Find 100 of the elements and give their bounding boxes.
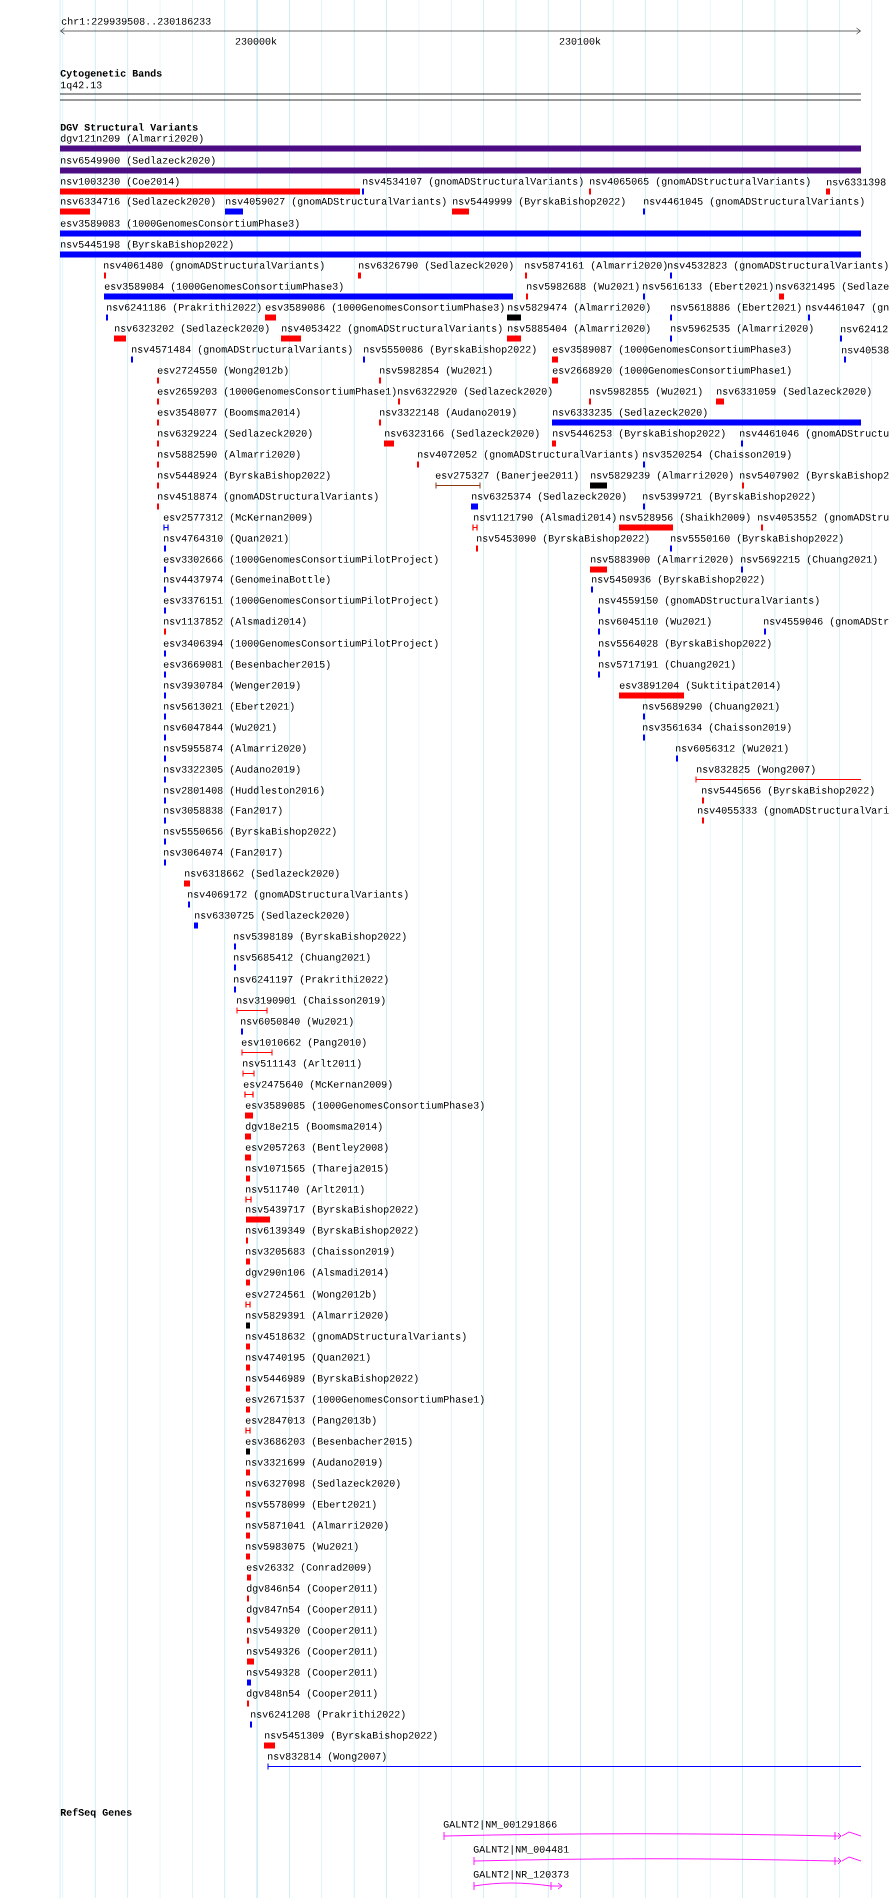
variant-label: nsv6241197 (Prakrithi2022) (234, 975, 388, 985)
variant-label: nsv4055333 (gnomADStructuralVari (698, 806, 889, 816)
variant-label: nsv6321495 (Sedlaze (776, 282, 889, 292)
variant-label: nsv5829391 (Almarri2020) (246, 1311, 388, 1321)
variant-label: nsv5982688 (Wu2021) (527, 282, 639, 292)
variant-label: nsv6045110 (Wu2021) (599, 617, 711, 627)
variant-label: nsv6333235 (Sedlazeck2020) (553, 408, 707, 418)
variant-label: nsv6334716 (Sedlazeck2020) (61, 197, 215, 207)
variant-label: nsv4053422 (gnomADStructuralVariants) (282, 324, 502, 334)
track-title: Cytogenetic Bands (60, 69, 162, 79)
variant-label: nsv5399721 (ByrskaBishop2022) (643, 492, 815, 502)
variant-label: nsv6318662 (Sedlazeck2020) (185, 869, 339, 879)
variant-label: nsv5871041 (Almarri2020) (246, 1521, 388, 1531)
variant-label: nsv5618886 (Ebert2021) (671, 303, 801, 313)
variant-label: nsv4053552 (gnomADStru (758, 513, 889, 523)
variant-label: nsv3520254 (Chaisson2019) (643, 450, 791, 460)
variant-label: nsv5445198 (ByrskaBishop2022) (61, 240, 233, 250)
variant-label: nsv5955874 (Almarri2020) (164, 744, 306, 754)
variant-label: esv3589083 (1000GenomesConsortiumPhase3) (60, 219, 299, 229)
variant-label: nsv5445656 (ByrskaBishop2022) (702, 786, 874, 796)
variant-label: dgv290n106 (Alsmadi2014) (245, 1268, 388, 1278)
variant-label: nsv6047844 (Wu2021) (164, 723, 276, 733)
variant-label: nsv5550656 (ByrskaBishop2022) (164, 827, 336, 837)
variant-label: nsv5398189 (ByrskaBishop2022) (234, 932, 406, 942)
variant-label: esv2057263 (Bentley2008) (245, 1143, 388, 1153)
variant-label: nsv6330725 (Sedlazeck2020) (195, 911, 349, 921)
variant-label: esv1010662 (Pang2010) (241, 1038, 366, 1048)
variant-label: nsv5613021 (Ebert2021) (164, 702, 294, 712)
variant-label: esv3548077 (Boomsma2014) (157, 408, 300, 418)
variant-label: nsv5578099 (Ebert2021) (246, 1500, 376, 1510)
variant-label: nsv6549900 (Sedlazeck2020) (61, 156, 215, 166)
variant-label: nsv5450936 (ByrskaBishop2022) (592, 575, 764, 585)
variant-label: esv3891204 (Suktitipat2014) (619, 681, 780, 691)
variant-label: nsv5451309 (ByrskaBishop2022) (265, 1731, 437, 1741)
variant-label: nsv3930784 (Wenger2019) (164, 681, 300, 691)
variant-label: nsv511143 (Arlt2011) (243, 1059, 361, 1069)
variant-label: nsv6139349 (ByrskaBishop2022) (246, 1226, 418, 1236)
variant-label: nsv5717191 (Chuang2021) (599, 660, 735, 670)
variant-label: esv2847013 (Pang2013b) (245, 1416, 376, 1426)
variant-label: nsv528956 (Shaikh2009) (620, 513, 750, 523)
variant-label: esv3589086 (1000GenomesConsortiumPhase3) (265, 303, 504, 313)
variant-label: nsv511740 (Arlt2011) (246, 1185, 364, 1195)
variant-label: nsv5692215 (Chuang2021) (741, 555, 877, 565)
variant-label: nsv5453090 (ByrskaBishop2022) (477, 534, 649, 544)
variant-label: nsv6326790 (Sedlazeck2020) (359, 261, 513, 271)
track-title: DGV Structural Variants (60, 123, 198, 131)
variant-label: esv3686203 (Besenbacher2015) (245, 1437, 412, 1447)
variant-label: nsv6325374 (Sedlazeck2020) (472, 492, 626, 502)
track-title: RefSeq Genes (60, 1808, 132, 1818)
variant-label: nsv5439717 (ByrskaBishop2022) (246, 1205, 418, 1215)
variant-label: nsv5689290 (Chuang2021) (643, 702, 779, 712)
variant-label: nsv4559150 (gnomADStructuralVariants) (599, 596, 819, 606)
variant-label: nsv6056312 (Wu2021) (676, 744, 788, 754)
variant-label: nsv5446253 (ByrskaBishop2022) (553, 429, 725, 439)
variant-label: esv3589087 (1000GenomesConsortiumPhase3) (552, 345, 791, 355)
variant-label: nsv3322148 (Audano2019) (380, 408, 516, 418)
variant-label: nsv3064074 (Fan2017) (164, 848, 282, 858)
gene-label: GALNT2|NM_001291866 (443, 1820, 557, 1830)
variant-label: nsv6327098 (Sedlazeck2020) (246, 1479, 400, 1489)
variant-label: nsv5449999 (ByrskaBishop2022) (453, 197, 625, 207)
coordinate-label: chr1:229939508..230186233 (61, 17, 211, 25)
variant-label: nsv62412 (841, 325, 888, 333)
variant-label: nsv6323202 (Sedlazeck2020) (115, 324, 269, 334)
variant-label: nsv5407902 (ByrskaBishop2 (740, 471, 889, 481)
variant-label: nsv5829474 (Almarri2020) (508, 303, 650, 313)
variant-label: nsv5874161 (Almarri2020) (525, 261, 667, 271)
variant-label: nsv832814 (Wong2007) (268, 1752, 386, 1762)
variant-label: nsv5962535 (Almarri2020) (671, 324, 813, 334)
variant-label: nsv549328 (Cooper2011) (247, 1668, 377, 1678)
variant-label: nsv4461046 (gnomADStructu (740, 429, 889, 439)
variant-label: nsv549326 (Cooper2011) (247, 1647, 377, 1657)
variant-label: nsv4532823 (gnomADStructuralVariants) (668, 261, 888, 271)
variant-label: nsv5885404 (Almarri2020) (508, 324, 650, 334)
variant-label: nsv1003230 (Coe2014) (61, 177, 179, 187)
variant-label: esv26332 (Conrad2009) (246, 1563, 371, 1573)
variant-label: esv3406394 (1000GenomesConsortiumPilotProject) (163, 639, 438, 649)
variant-label: nsv5982854 (Wu2021) (380, 366, 492, 376)
variant-label: esv2671537 (1000GenomesConsortiumPhase1) (245, 1395, 484, 1405)
variant-label: nsv4065065 (gnomADStructuralVariants) (590, 177, 810, 187)
variant-label: nsv4461047 (gn (806, 303, 889, 313)
variant-label: nsv6241186 (Prakrithi2022) (107, 303, 261, 313)
variant-label: nsv1121790 (Alsmadi2014) (474, 513, 616, 523)
variant-label: nsv6331398 (827, 178, 886, 186)
variant-label: nsv5882590 (Almarri2020) (158, 450, 300, 460)
variant-label: nsv3205683 (Chaisson2019) (246, 1247, 394, 1257)
variant-label: nsv5550086 (ByrskaBishop2022) (364, 345, 536, 355)
variant-label: nsv5446989 (ByrskaBishop2022) (246, 1374, 418, 1384)
variant-label: nsv4571484 (gnomADStructuralVariants) (132, 345, 352, 355)
variant-label: esv2577312 (McKernan2009) (163, 513, 312, 523)
variant-label: nsv40538 (842, 346, 889, 354)
band-label: 1q42.13 (60, 81, 102, 91)
variant-label: nsv6331059 (Sedlazeck2020) (717, 387, 871, 397)
variant-label: dgv18e215 (Boomsma2014) (245, 1122, 382, 1132)
variant-label: esv3589084 (1000GenomesConsortiumPhase3) (104, 282, 343, 292)
tick-label: 230100k (559, 37, 601, 45)
variant-label: nsv832825 (Wong2007) (697, 765, 815, 775)
variant-label: esv3376151 (1000GenomesConsortiumPilotProject) (163, 596, 438, 606)
variant-label: nsv4518632 (gnomADStructuralVariants) (246, 1332, 466, 1342)
gene-label: GALNT2|NM_004481 (473, 1845, 569, 1855)
variant-label: esv2724550 (Wong2012b) (157, 366, 288, 376)
